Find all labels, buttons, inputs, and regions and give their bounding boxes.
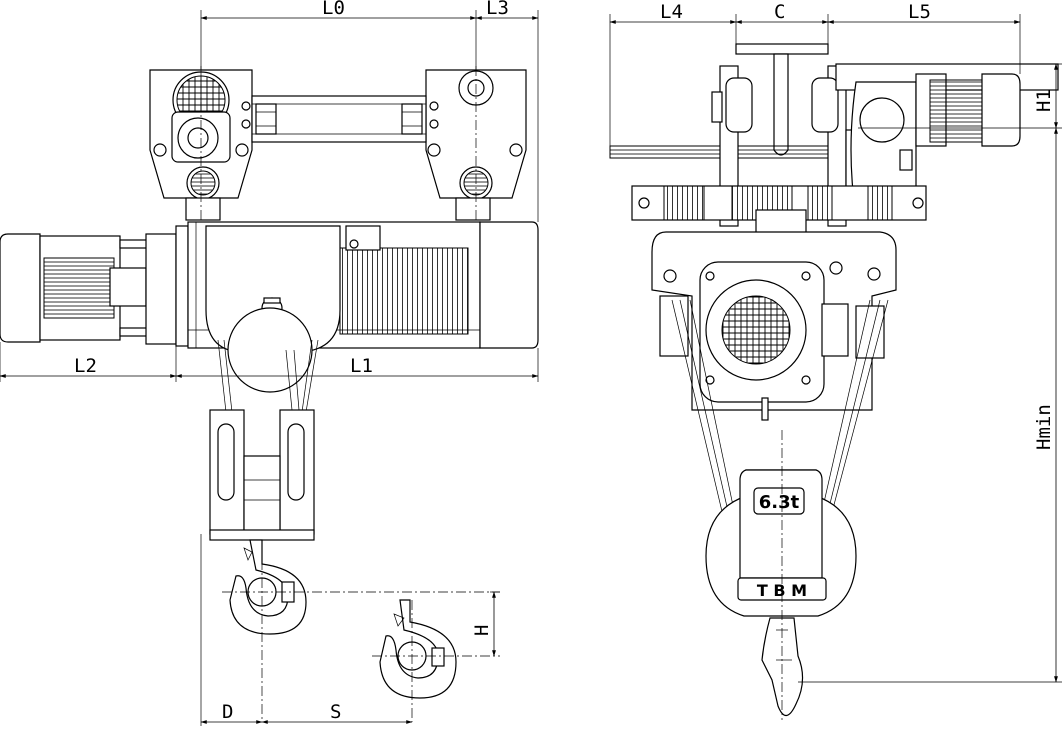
side-view: 6.3t T B M L4 C (609, 1, 1062, 720)
side-ropes (671, 299, 889, 521)
label-H1: H1 (1033, 89, 1055, 112)
hoist-motor (0, 225, 189, 347)
label-L3: L3 (486, 0, 509, 19)
label-Hmin: Hmin (1033, 404, 1055, 450)
dim-D: D (200, 701, 263, 724)
dim-L0: L0 (200, 0, 477, 20)
capacity-badge (753, 487, 805, 515)
label-S: S (330, 701, 341, 723)
dim-H: H (471, 591, 496, 657)
label-L4: L4 (660, 1, 683, 23)
front-view: L0 L3 L2 L1 H D S (0, 0, 539, 726)
dim-L2: L2 (0, 355, 177, 378)
hook-upper (229, 539, 307, 635)
dim-H1: H1 (1033, 63, 1058, 129)
dim-L3: L3 (475, 0, 539, 20)
label-D: D (222, 701, 233, 723)
hook-block (209, 409, 315, 541)
brand-label: T B M (757, 581, 807, 600)
dim-L5: L5 (827, 1, 1021, 24)
dim-L4: L4 (609, 1, 737, 24)
hook-lower (379, 599, 457, 699)
label-L0: L0 (322, 0, 345, 19)
side-extension-lines (609, 14, 1062, 720)
dim-Hmin: Hmin (1033, 127, 1058, 683)
label-H: H (471, 625, 493, 636)
dim-S: S (261, 701, 413, 724)
side-hook-block: 6.3t T B M (705, 469, 857, 617)
label-C: C (774, 1, 785, 23)
dim-C: C (735, 1, 829, 24)
label-L2: L2 (74, 355, 97, 377)
hoist-body (651, 231, 897, 421)
label-L5: L5 (908, 1, 931, 23)
trolley-connecting-frame (251, 95, 427, 143)
capacity-label: 6.3t (759, 492, 800, 513)
front-center-lines (200, 66, 500, 722)
label-L1: L1 (350, 355, 373, 377)
reducer-housing (205, 225, 341, 393)
dim-L1: L1 (175, 355, 539, 378)
